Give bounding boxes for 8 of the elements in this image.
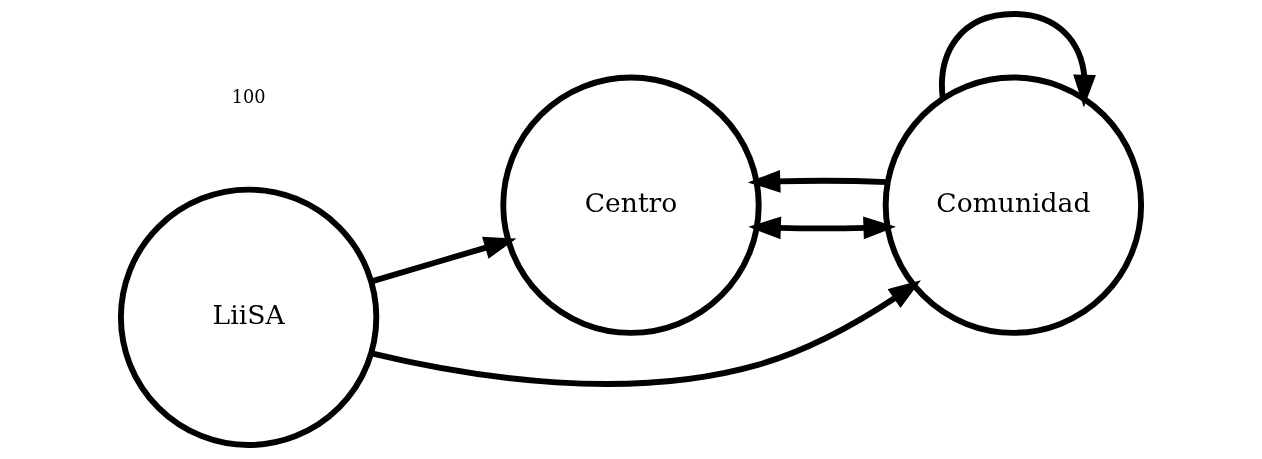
node-circle: LiiSA xyxy=(117,186,380,448)
arrow xyxy=(370,236,517,285)
arrow xyxy=(371,280,921,387)
node-circle: Centro xyxy=(500,74,762,336)
arrow xyxy=(748,216,896,240)
label: 100 xyxy=(231,87,266,108)
arrow xyxy=(747,169,888,193)
arrow xyxy=(939,11,1096,108)
